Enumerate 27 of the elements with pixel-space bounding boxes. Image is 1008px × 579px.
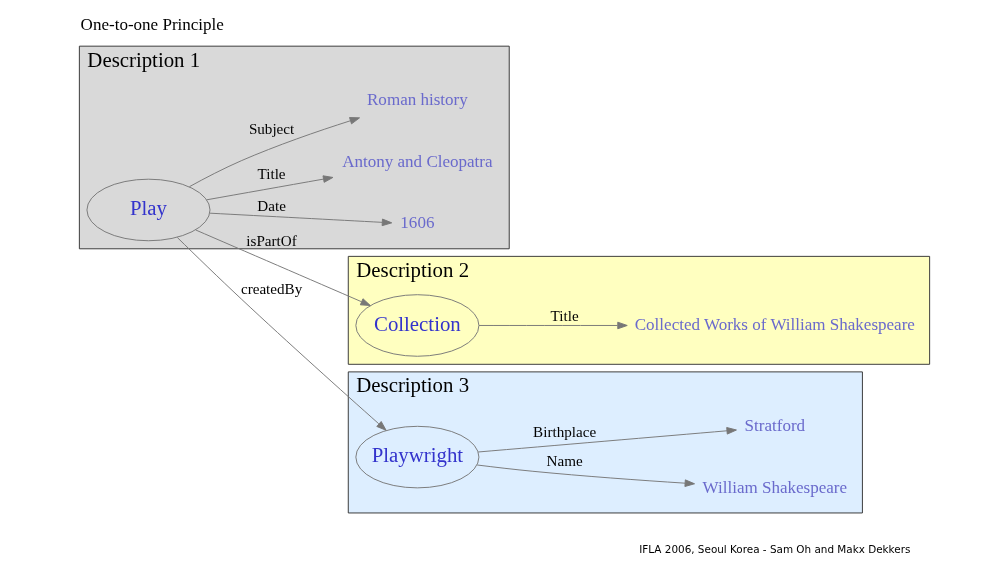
diagram-title: One-to-one Principle: [80, 14, 224, 34]
arrow: [194, 229, 371, 306]
node-ellipse: Playwright: [354, 425, 479, 489]
node-ellipse: Collection: [354, 294, 479, 357]
edge-label: Birthplace: [532, 424, 596, 441]
edge-label: isPartOf: [245, 232, 297, 249]
arrow: [205, 175, 333, 201]
edge-label: Title: [550, 307, 579, 324]
node-text: William Shakespeare: [702, 477, 847, 497]
edge-label: Subject: [248, 121, 294, 138]
edge-label: createdBy: [240, 281, 302, 298]
node-text: Stratford: [744, 415, 805, 435]
node-text: Collected Works of William Shakespeare: [634, 314, 915, 334]
arrow: [478, 321, 628, 330]
arrow: [176, 237, 387, 431]
arrow: [209, 212, 392, 227]
node-ellipse: Play: [85, 178, 210, 242]
node-text: 1606: [399, 213, 434, 233]
edge-label: Title: [257, 166, 286, 183]
node-text: Roman history: [366, 90, 468, 110]
node-text: Antony and Cleopatra: [341, 151, 493, 171]
arrow: [476, 464, 695, 487]
edge-label: Date: [256, 197, 286, 214]
label: IFLA 2006, Seoul Korea - Sam Oh and Makx Dekkers: [638, 542, 910, 555]
edge-label: Name: [546, 453, 583, 470]
arrow: [188, 117, 360, 188]
arrow: [477, 427, 737, 453]
